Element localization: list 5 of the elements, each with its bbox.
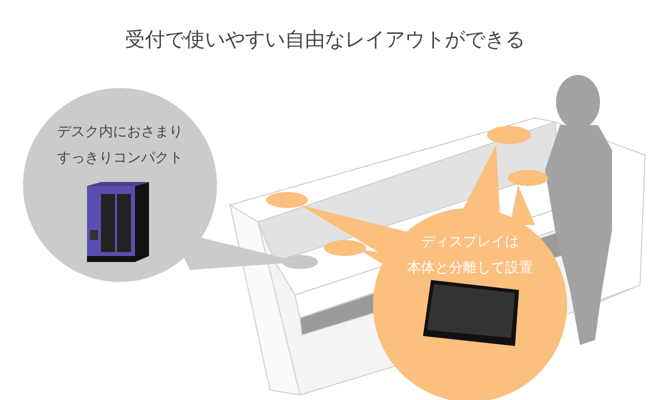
callout-text: ディスプレイは (420, 233, 520, 252)
callout-text: 本体と分離して設置 (406, 259, 534, 278)
title: 受付で使いやすい自由なレイアウトができる (124, 26, 526, 53)
callout-text: すっきりコンパクト (56, 149, 184, 168)
callout-text: デスク内におさまり (56, 123, 184, 142)
